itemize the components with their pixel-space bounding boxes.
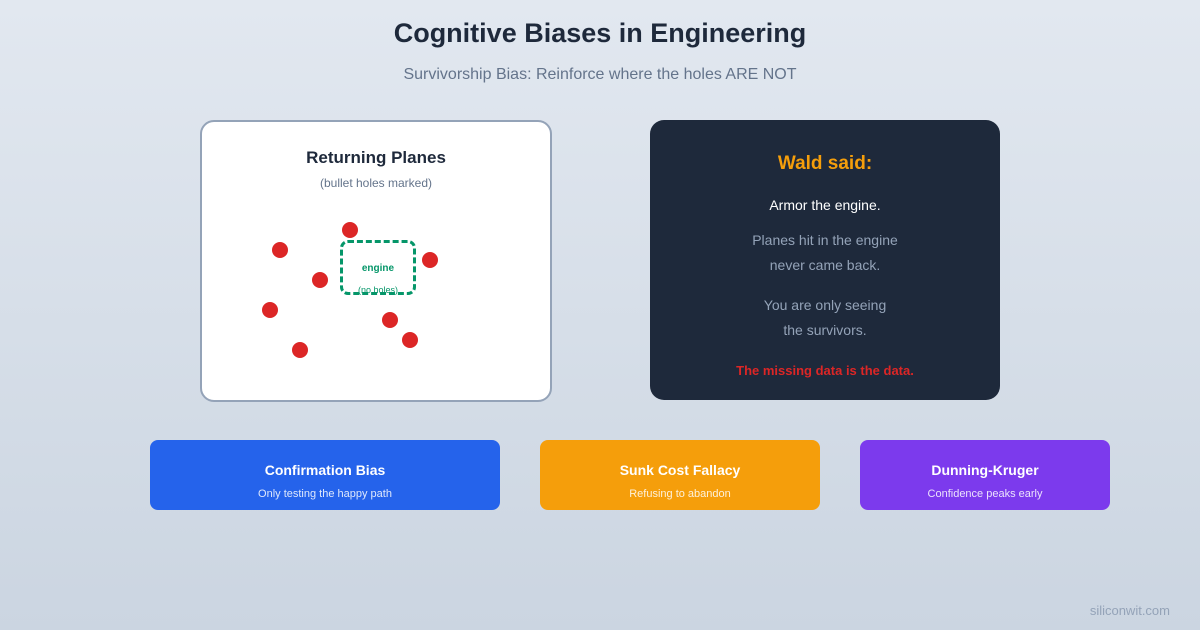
bullet-hole xyxy=(342,222,358,238)
bullet-hole xyxy=(382,312,398,328)
engine-no-holes-label: (no holes) xyxy=(357,285,399,295)
wald-reason-line-2: never came back. xyxy=(769,257,881,273)
returning-planes-note: (bullet holes marked) xyxy=(319,176,433,190)
bias-card-dunning-kruger: Dunning-Kruger Confidence peaks early xyxy=(860,440,1110,510)
bullet-hole xyxy=(292,342,308,358)
bias-description: Refusing to abandon xyxy=(629,488,731,500)
wald-card: Wald said: Armor the engine. Planes hit … xyxy=(650,120,1000,400)
wald-title: Wald said: xyxy=(777,153,873,174)
bias-name: Sunk Cost Fallacy xyxy=(619,462,741,478)
wald-survivors-line-2: the survivors. xyxy=(783,322,867,338)
watermark: siliconwit.com xyxy=(1089,603,1170,618)
bias-card-confirmation: Confirmation Bias Only testing the happy… xyxy=(150,440,500,510)
bullet-hole xyxy=(312,272,328,288)
wald-advice: Armor the engine. xyxy=(769,197,881,213)
engine-zone: engine (no holes) xyxy=(340,240,416,295)
bullet-hole xyxy=(262,302,278,318)
page-subtitle: Survivorship Bias: Reinforce where the h… xyxy=(403,66,797,83)
returning-planes-card: Returning Planes (bullet holes marked) e… xyxy=(200,120,552,402)
bias-description: Confidence peaks early xyxy=(927,488,1043,500)
bias-name: Dunning-Kruger xyxy=(931,462,1039,478)
bias-description: Only testing the happy path xyxy=(258,488,392,500)
page-title: Cognitive Biases in Engineering xyxy=(393,18,807,48)
wald-survivors-line-1: You are only seeing xyxy=(763,297,887,313)
engine-label: engine xyxy=(361,263,395,274)
bullet-hole xyxy=(272,242,288,258)
wald-conclusion: The missing data is the data. xyxy=(736,363,914,378)
bullet-hole xyxy=(422,252,438,268)
returning-planes-title: Returning Planes xyxy=(306,148,446,167)
bias-card-sunk-cost: Sunk Cost Fallacy Refusing to abandon xyxy=(540,440,820,510)
bullet-hole xyxy=(402,332,418,348)
wald-reason-line-1: Planes hit in the engine xyxy=(752,232,898,248)
bias-name: Confirmation Bias xyxy=(264,462,386,478)
